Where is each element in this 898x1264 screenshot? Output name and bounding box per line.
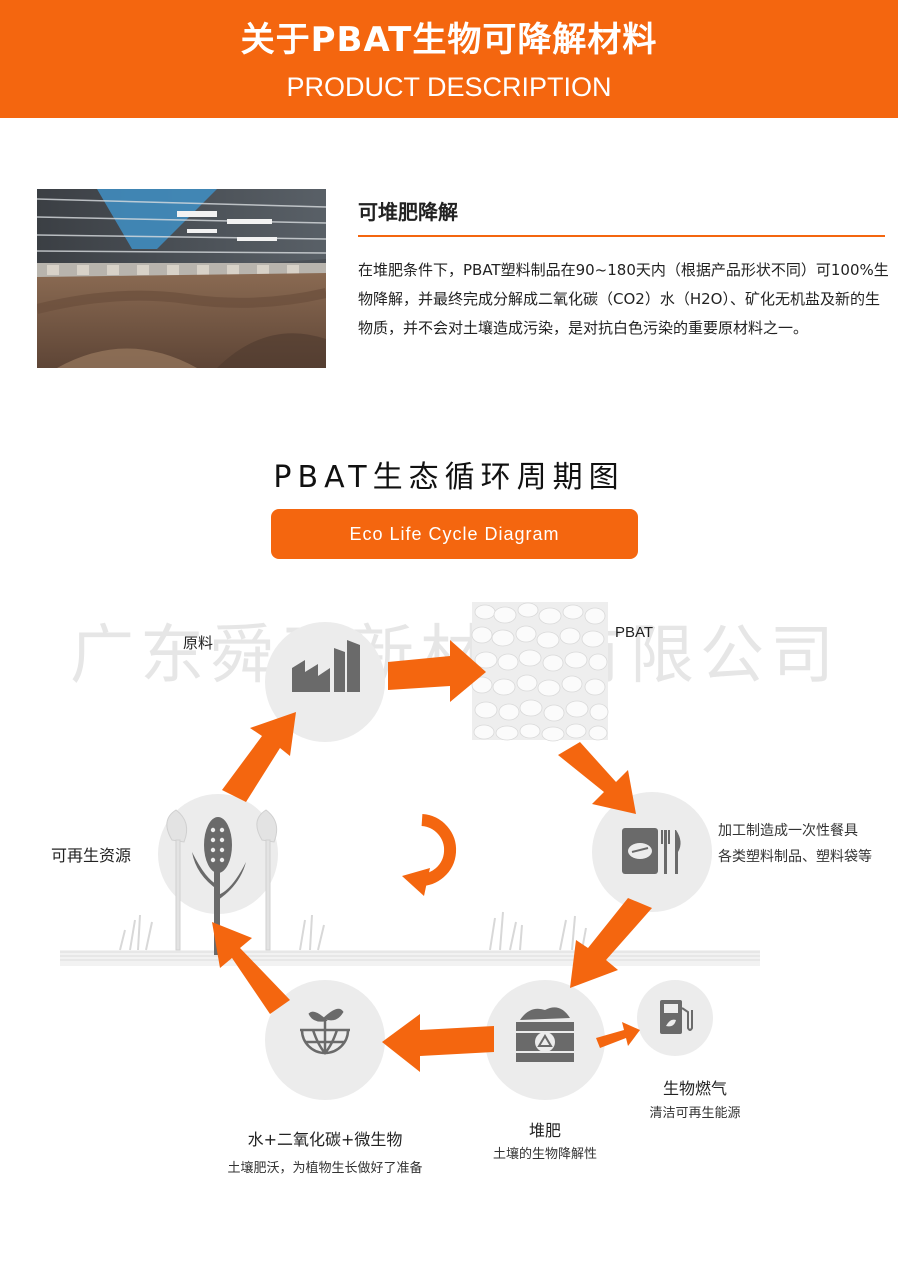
label-processing-1: 加工制造成一次性餐具 [718, 823, 858, 839]
label-pbat: PBAT [615, 624, 654, 641]
sprout-globe-icon [300, 1008, 350, 1055]
page-subtitle: PRODUCT DESCRIPTION [286, 72, 612, 102]
cycle-title: PBAT生态循环周期图 [273, 460, 625, 495]
page-title: 关于PBAT生物可降解材料 [240, 20, 658, 60]
section-title: 可堆肥降解 [358, 200, 458, 224]
label-soil-sub: 土壤肥沃，为植物生长做好了准备 [227, 1161, 423, 1176]
section-divider [358, 235, 885, 237]
label-compost: 堆肥 [528, 1121, 561, 1140]
cycle-arrows [212, 640, 652, 1072]
pbat-pellets-image [471, 602, 609, 742]
label-renewable: 可再生资源 [51, 846, 132, 865]
tableware-icon [622, 828, 681, 874]
page-header: 关于PBAT生物可降解材料 PRODUCT DESCRIPTION [0, 0, 898, 118]
corn-icon [166, 809, 278, 955]
label-raw: 原料 [183, 634, 214, 652]
label-biogas-sub: 清洁可再生能源 [649, 1106, 741, 1121]
grass-decoration [119, 911, 587, 951]
label-biogas: 生物燃气 [662, 1079, 727, 1098]
compost-barn-photo [37, 189, 326, 368]
compost-recycle-icon [516, 1007, 574, 1062]
label-processing-2: 各类塑料制品、塑料袋等 [718, 849, 872, 865]
section-body: 在堆肥条件下，PBAT塑料制品在90~180天内（根据产品形状不同）可100%生… [358, 261, 889, 337]
cycle-badge: Eco Life Cycle Diagram [271, 509, 638, 559]
label-compost-sub: 土壤的生物降解性 [492, 1147, 597, 1162]
life-cycle-diagram [60, 602, 760, 1100]
label-soil: 水+二氧化碳+微生物 [247, 1130, 403, 1149]
center-rotate-arrow [402, 814, 457, 896]
fuel-pump-icon [660, 1000, 693, 1034]
factory-icon [292, 640, 360, 692]
ground-strip [60, 950, 760, 966]
